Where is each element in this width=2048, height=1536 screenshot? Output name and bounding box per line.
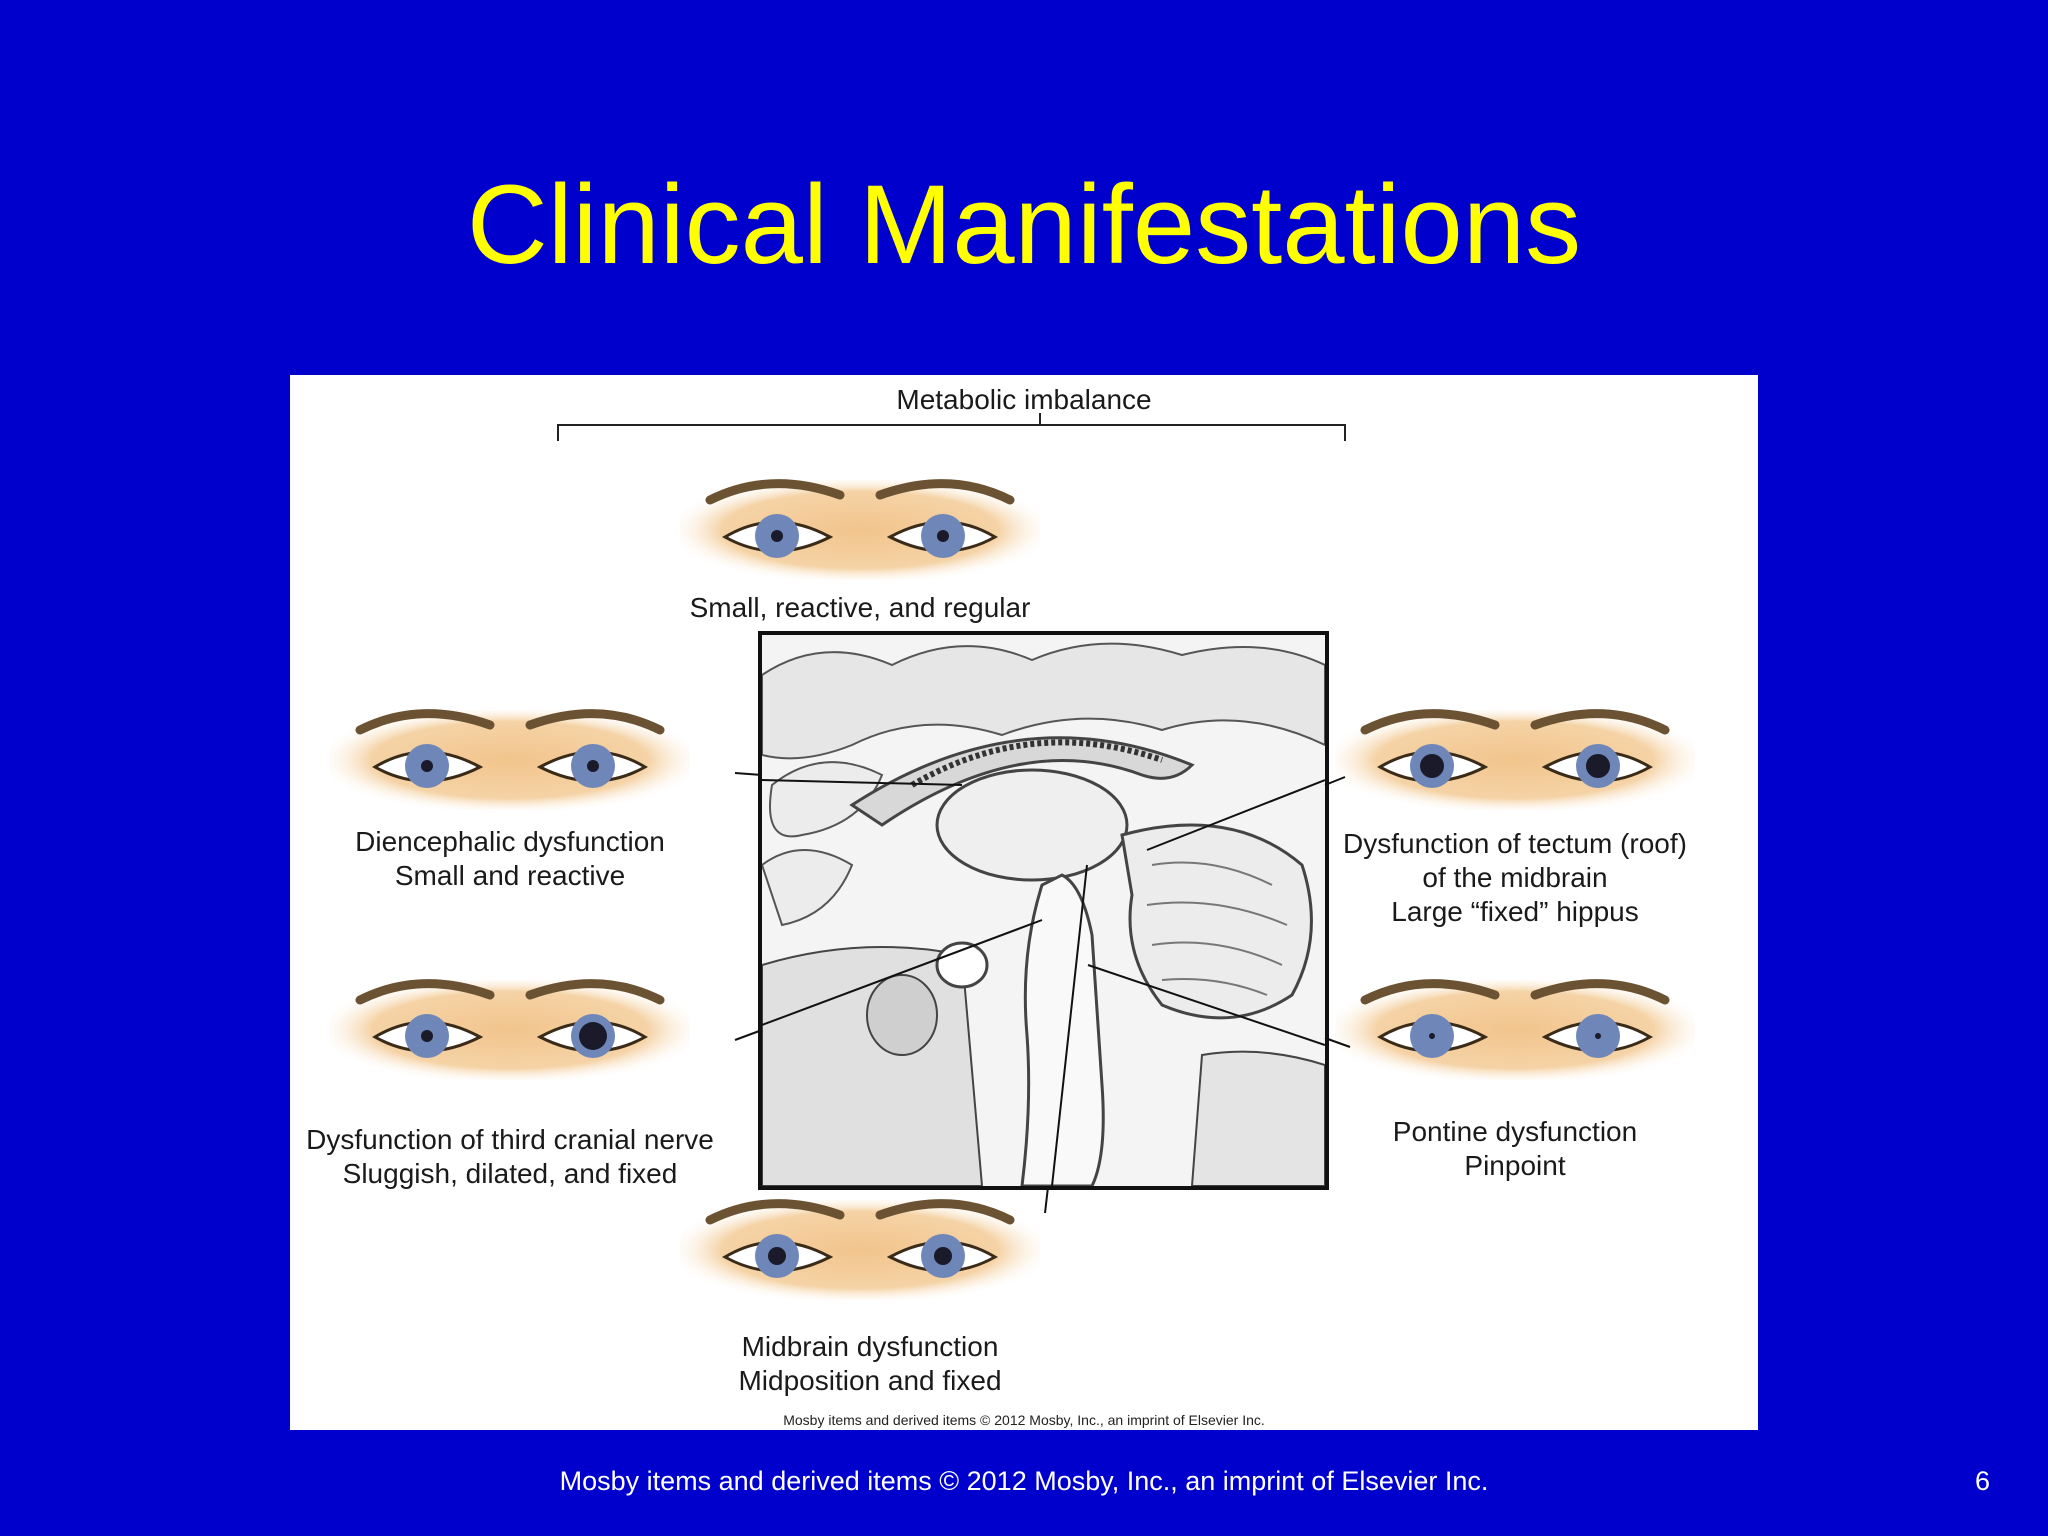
eye-pair-third-cranial-nerve <box>330 979 690 1080</box>
eye-pair-small-reactive-regular <box>680 479 1040 580</box>
label-left-lower-line2: Sluggish, dilated, and fixed <box>342 1158 678 1189</box>
label-top: Small, reactive, and regular <box>689 592 1031 623</box>
label-right-lower-line2: Pinpoint <box>1464 1150 1566 1181</box>
slide-footer: Mosby items and derived items © 2012 Mos… <box>559 1466 1489 1496</box>
label-left-lower: Dysfunction of third cranial nerve Slugg… <box>290 1123 730 1191</box>
eye-pair-pontine <box>1335 979 1695 1080</box>
label-bottom: Midbrain dysfunction Midposition and fix… <box>660 1330 1080 1398</box>
label-right-upper: Dysfunction of tectum (roof) of the midb… <box>1315 827 1715 929</box>
brain-sagittal-illustration <box>758 631 1329 1190</box>
label-right-lower: Pontine dysfunction Pinpoint <box>1315 1115 1715 1183</box>
label-right-upper-line2: of the midbrain <box>1422 862 1608 893</box>
label-bottom-line2: Midposition and fixed <box>738 1365 1002 1396</box>
eye-pair-diencephalic <box>330 709 690 810</box>
pointer-lines <box>734 772 1351 1214</box>
label-right-upper-line3: Large “fixed” hippus <box>1391 896 1639 927</box>
eye-pair-midbrain <box>680 1199 1040 1300</box>
label-right-upper-line1: Dysfunction of tectum (roof) <box>1343 828 1687 859</box>
label-left-upper-line2: Small and reactive <box>394 860 626 891</box>
label-left-upper-line1: Diencephalic dysfunction <box>355 826 665 857</box>
pupil-diagram: Metabolic imbalance Small, reactive, and… <box>290 375 1758 1430</box>
label-left-upper: Diencephalic dysfunction Small and react… <box>310 825 710 893</box>
label-bottom-line1: Midbrain dysfunction <box>741 1331 999 1362</box>
slide-title: Clinical Manifestations <box>466 162 1582 287</box>
label-right-lower-line1: Pontine dysfunction <box>1392 1116 1638 1147</box>
eye-pair-tectum <box>1335 709 1695 810</box>
page-number: 6 <box>1974 1466 1990 1496</box>
figure-copyright: Mosby items and derived items © 2012 Mos… <box>783 1412 1265 1428</box>
metabolic-imbalance-label: Metabolic imbalance <box>896 384 1152 415</box>
metabolic-bracket <box>557 413 1346 441</box>
label-left-lower-line1: Dysfunction of third cranial nerve <box>306 1124 714 1155</box>
